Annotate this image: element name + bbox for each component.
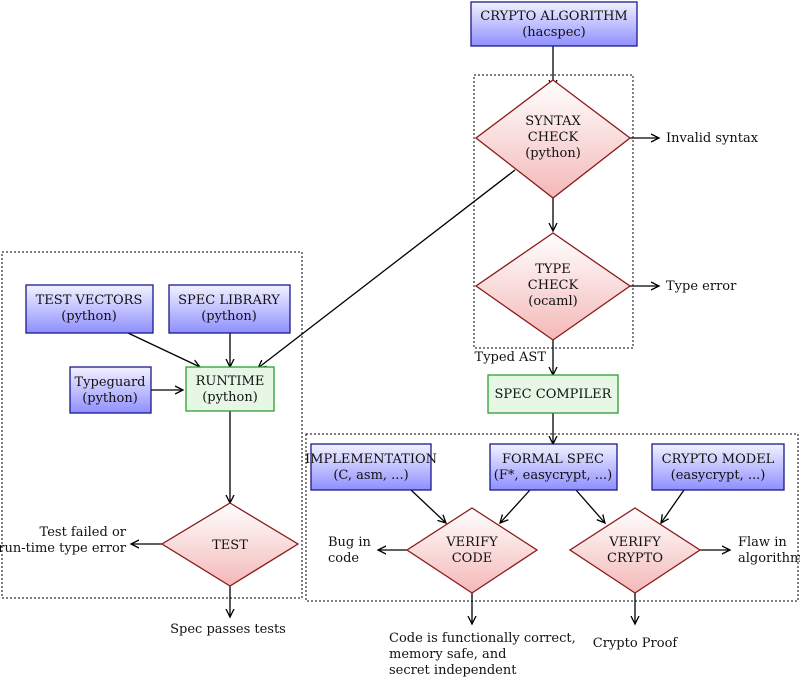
runtime-box xyxy=(185,366,275,412)
test-failed-label-line-1: Test failed or xyxy=(40,525,127,540)
test-vectors-label-line-2: (python) xyxy=(61,309,117,324)
test-diamond xyxy=(160,502,300,587)
crypto-algorithm-box xyxy=(470,1,638,47)
group-verification xyxy=(305,433,799,602)
flaw-label-line-2: algorithm xyxy=(738,551,800,566)
spec-compiler-label: SPEC COMPILER xyxy=(495,387,613,402)
runtime-label-line-2: (python) xyxy=(202,390,258,405)
verify-code-label-line-1: VERIFY xyxy=(445,535,498,550)
edge-formal-verifycode xyxy=(500,489,531,523)
type-check-label-line-3: (ocaml) xyxy=(528,294,578,309)
crypto-model-box xyxy=(651,443,785,491)
crypto-algorithm-label-line-2: (hacspec) xyxy=(522,25,586,40)
invalid-syntax-label-line-1: Invalid syntax xyxy=(666,131,759,146)
syntax-check-diamond xyxy=(474,79,632,199)
spec-passes-label: Spec passes tests xyxy=(170,622,286,637)
formal-spec-label: FORMAL SPEC(F*, easycrypt, ...) xyxy=(494,452,612,483)
edge-testvectors-runtime xyxy=(127,332,200,367)
crypto-algorithm-label-line-1: CRYPTO ALGORITHM xyxy=(480,9,627,24)
formal-spec-label-line-2: (F*, easycrypt, ...) xyxy=(494,468,612,483)
implementation-label-line-1: IMPLEMENTATION xyxy=(305,452,437,467)
spec-library-label-line-2: (python) xyxy=(201,309,257,324)
test-failed-label-line-2: run-time type error xyxy=(0,541,127,556)
crypto-model-label-line-2: (easycrypt, ...) xyxy=(671,468,766,483)
implementation-box xyxy=(310,443,432,491)
spec-library-label-line-1: SPEC LIBRARY xyxy=(178,293,280,308)
formal-spec-label-line-1: FORMAL SPEC xyxy=(502,452,604,467)
group-runtime xyxy=(1,251,303,599)
verify-code-label-line-2: CODE xyxy=(452,551,493,566)
crypto-model-label: CRYPTO MODEL(easycrypt, ...) xyxy=(662,452,775,483)
type-error-label-line-1: Type error xyxy=(666,279,737,294)
verify-crypto-label-line-1: VERIFY xyxy=(608,535,661,550)
syntax-check-label-line-3: (python) xyxy=(525,146,581,161)
crypto-proof-label-line-1: Crypto Proof xyxy=(593,636,679,651)
code-correct-label-line-2: memory safe, and xyxy=(389,647,507,662)
flaw-label-line-1: Flaw in xyxy=(738,535,787,550)
bug-in-code-label-line-1: Bug in xyxy=(328,535,372,550)
crypto-algorithm-label: CRYPTO ALGORITHM(hacspec) xyxy=(480,9,627,40)
edge-impl-verifycode xyxy=(410,489,446,523)
test-vectors-box xyxy=(25,284,154,334)
spec-compiler-box xyxy=(487,374,619,414)
spec-compiler-label-line-1: SPEC COMPILER xyxy=(495,387,613,402)
edge-formal-verifycrypto xyxy=(575,489,605,523)
typeguard-label: Typeguard(python) xyxy=(74,375,145,406)
code-correct-label: Code is functionally correct,memory safe… xyxy=(389,631,576,678)
test-vectors-label-line-1: TEST VECTORS xyxy=(36,293,143,308)
edge-syntax-runtime xyxy=(258,169,516,368)
verify-crypto-label-line-2: CRYPTO xyxy=(607,551,663,566)
verify-crypto-diamond xyxy=(568,507,702,594)
verify-code-diamond xyxy=(405,507,539,594)
crypto-proof-label: Crypto Proof xyxy=(593,636,679,651)
spec-library-box xyxy=(168,284,291,334)
runtime-label: RUNTIME(python) xyxy=(196,374,265,405)
type-check-label-line-1: TYPE xyxy=(535,262,571,277)
crypto-model-label-line-1: CRYPTO MODEL xyxy=(662,452,775,467)
syntax-check-label-line-2: CHECK xyxy=(528,130,579,145)
formal-spec-box xyxy=(489,443,618,491)
invalid-syntax-label: Invalid syntax xyxy=(666,131,759,146)
code-correct-label-line-3: secret independent xyxy=(389,663,517,678)
edge-model-verifycrypto xyxy=(661,489,685,523)
syntax-check-label-line-1: SYNTAX xyxy=(525,114,581,129)
spec-library-label: SPEC LIBRARY(python) xyxy=(178,293,280,324)
test-label-line-1: TEST xyxy=(212,538,248,553)
typeguard-label-line-2: (python) xyxy=(82,391,138,406)
type-error-label: Type error xyxy=(666,279,737,294)
bug-in-code-label-line-2: code xyxy=(328,551,359,566)
implementation-label-line-2: (C, asm, ...) xyxy=(333,468,408,483)
implementation-label: IMPLEMENTATION(C, asm, ...) xyxy=(305,452,437,483)
code-correct-label-line-1: Code is functionally correct, xyxy=(389,631,576,646)
test-label: TEST xyxy=(212,538,248,553)
type-check-label-line-2: CHECK xyxy=(528,278,579,293)
test-vectors-label: TEST VECTORS(python) xyxy=(36,293,143,324)
type-check-diamond xyxy=(474,232,632,341)
spec-passes-label-line-1: Spec passes tests xyxy=(170,622,286,637)
typed-ast-label: Typed AST xyxy=(475,350,547,365)
typeguard-label-line-1: Typeguard xyxy=(74,375,145,390)
typed-ast-label-line-1: Typed AST xyxy=(475,350,547,365)
typeguard-box xyxy=(69,366,152,414)
runtime-label-line-1: RUNTIME xyxy=(196,374,265,389)
